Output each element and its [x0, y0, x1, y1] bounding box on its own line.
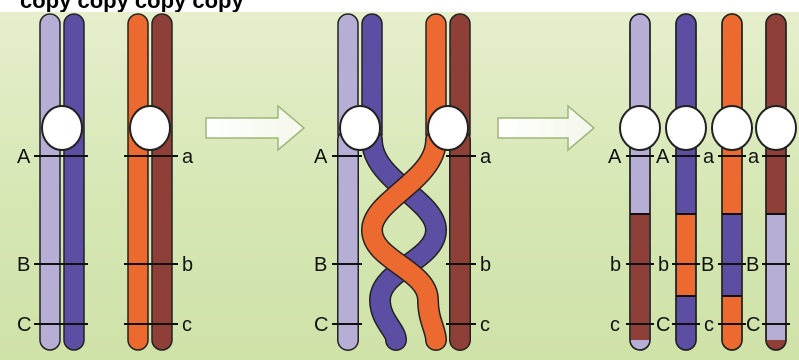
allele-label: B	[701, 254, 714, 276]
chromatid-orange	[128, 14, 148, 350]
chromatid-purple	[64, 14, 84, 350]
allele-label: a	[748, 146, 760, 168]
allele-label: b	[610, 254, 621, 276]
allele-label: A	[656, 146, 670, 168]
arrow-right-icon	[206, 106, 304, 150]
allele-label-C: C	[314, 314, 328, 336]
allele-label-b: b	[182, 254, 193, 276]
allele-label-C: C	[17, 314, 31, 336]
allele-label-c: c	[182, 314, 192, 336]
arrow-right-icon	[498, 106, 594, 150]
centromere	[620, 106, 660, 150]
chromatid-lavender	[40, 14, 60, 350]
allele-label: a	[703, 146, 715, 168]
allele-label-A: A	[314, 146, 328, 168]
allele-label: C	[656, 314, 670, 336]
allele-label-a: a	[480, 146, 492, 168]
centromere	[666, 106, 706, 150]
panel-1-homologous-pair	[34, 14, 178, 350]
allele-label: c	[704, 314, 714, 336]
centromere	[340, 106, 380, 150]
centromere	[428, 106, 468, 150]
centromere	[756, 106, 796, 150]
allele-label: b	[658, 254, 669, 276]
allele-label-B: B	[17, 254, 30, 276]
allele-label: B	[746, 254, 759, 276]
allele-label-a: a	[182, 146, 194, 168]
allele-label-c: c	[480, 314, 490, 336]
allele-label: C	[746, 314, 760, 336]
panel-2-crossing-over	[332, 14, 476, 340]
allele-label: c	[610, 314, 620, 336]
allele-label-B: B	[314, 254, 327, 276]
chromatid-maroon	[152, 14, 172, 350]
allele-label: A	[608, 146, 622, 168]
panel-3-recombinant-chromatids	[620, 14, 796, 350]
allele-label-A: A	[17, 146, 31, 168]
centromere	[42, 106, 82, 150]
allele-label-b: b	[480, 254, 491, 276]
centromere	[712, 106, 752, 150]
centromere	[130, 106, 170, 150]
